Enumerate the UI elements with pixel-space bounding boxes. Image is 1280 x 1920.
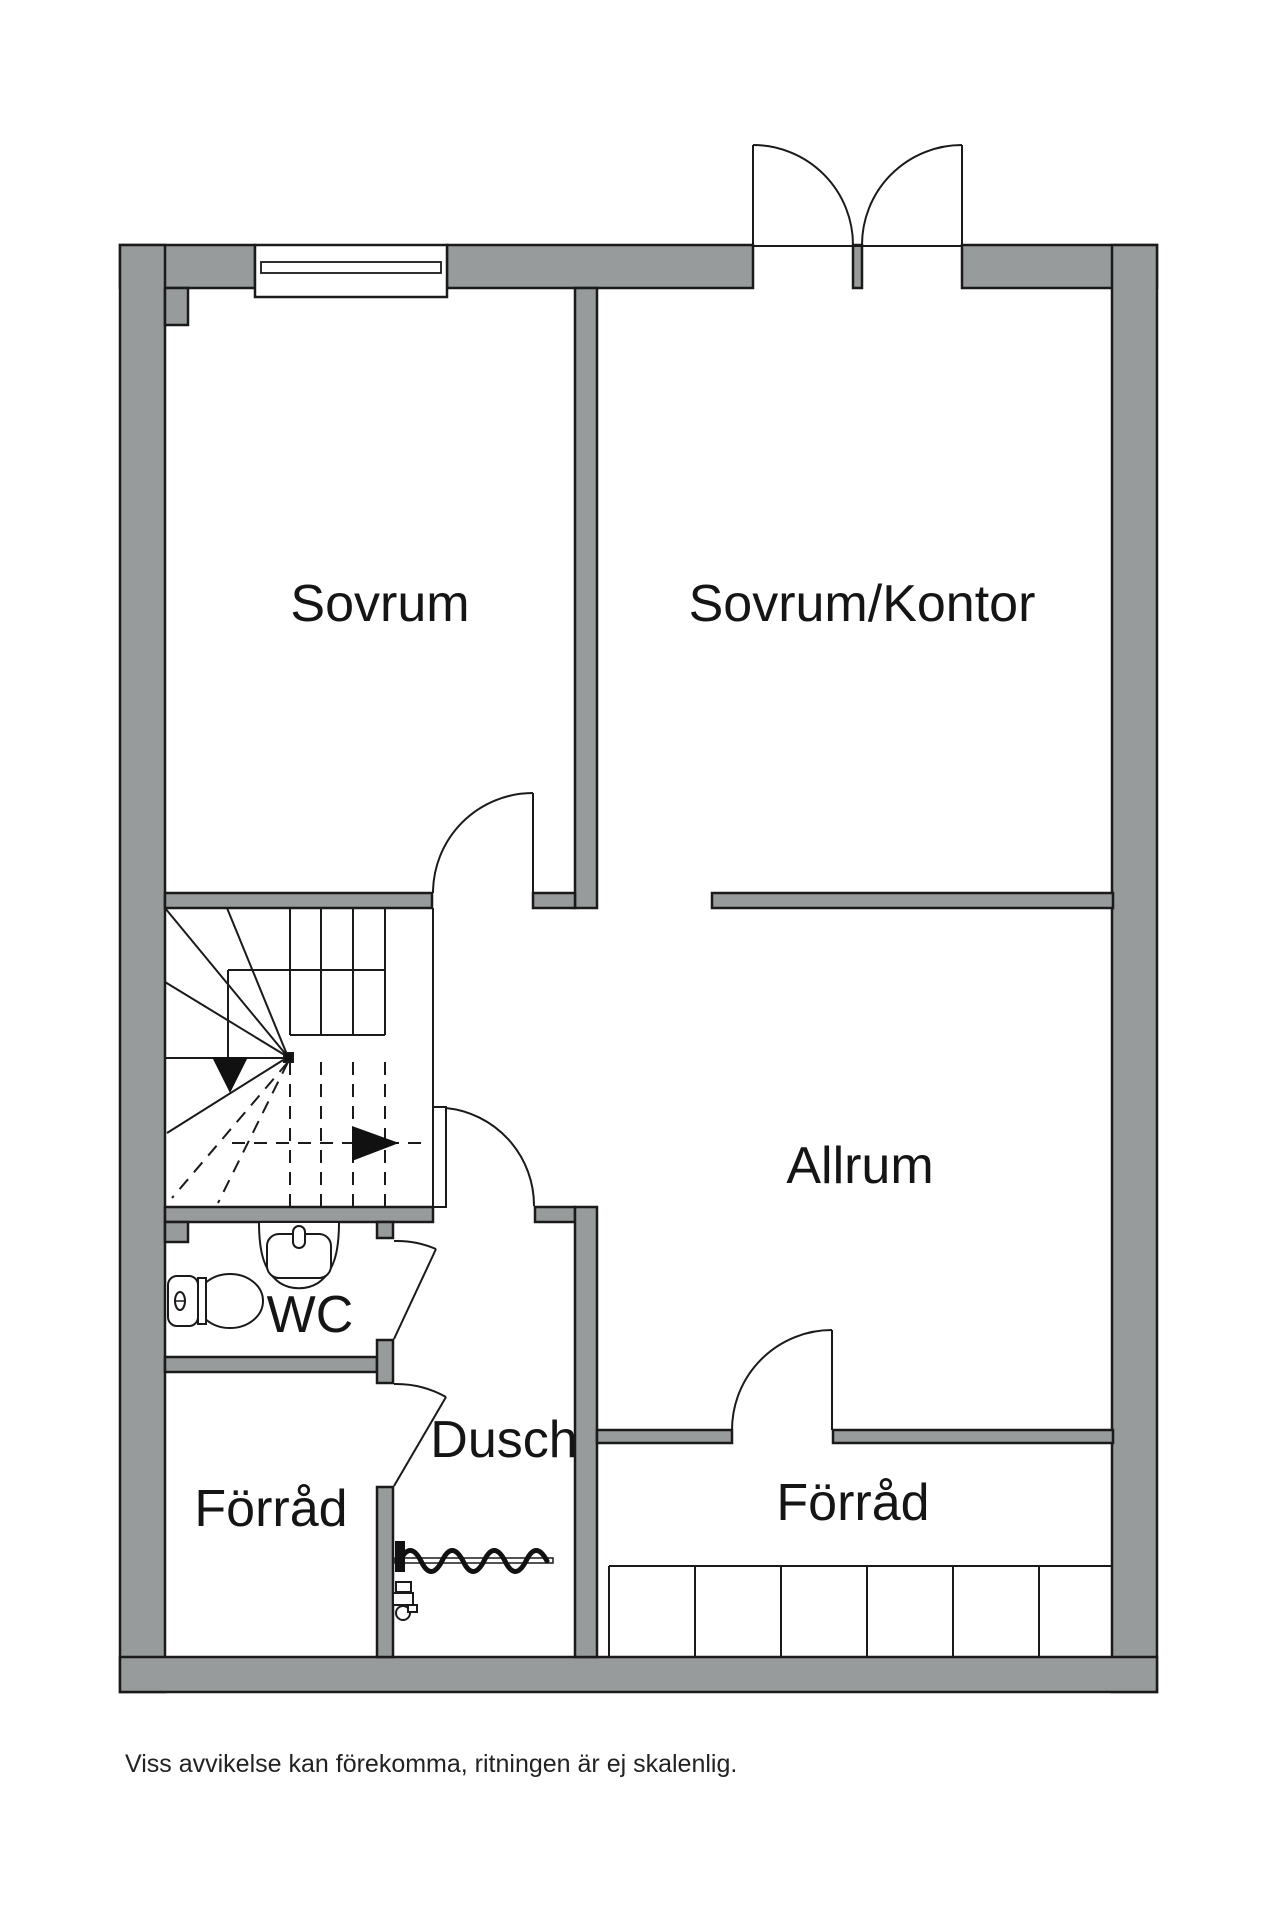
wall-corner-block: [163, 286, 190, 327]
room-label-sovrum: Sovrum: [290, 575, 470, 633]
wall-wc-door-stub-bottom: [375, 1338, 395, 1385]
entry-double-door: [752, 144, 963, 247]
wc-door: [393, 1239, 437, 1340]
toilet-seat-hinge: [197, 1277, 207, 1325]
forrad-right-door: [731, 1329, 833, 1431]
shower-curtain: [397, 1548, 550, 1574]
room-label-forrad-right: Förråd: [776, 1474, 930, 1532]
room-label-sovrum-kontor: Sovrum/Kontor: [688, 575, 1036, 633]
wall-right: [1110, 243, 1159, 1694]
dusch-entry-door-swing-arc: [445, 1107, 536, 1207]
wall-dusch-top-flange: [533, 1205, 577, 1224]
wall-bedroom-partition: [573, 286, 599, 910]
shower: [392, 1541, 554, 1621]
wall-dusch-right: [573, 1205, 599, 1659]
sink: [257, 1221, 341, 1290]
sovrum-door: [432, 792, 534, 894]
room-label-dusch: Dusch: [430, 1411, 578, 1469]
wall-allrum-forrad-left: [595, 1428, 734, 1445]
stair-newel-post: [283, 1052, 294, 1063]
dusch-entry-door-leaf: [432, 1106, 447, 1208]
sovrum-door-swing-arc: [432, 792, 534, 894]
stair-down-arrow: [212, 1057, 248, 1093]
sink-faucet: [292, 1225, 306, 1249]
dusch-entry-door: [432, 1106, 536, 1208]
wall-allrum-forrad-right: [831, 1428, 1115, 1445]
forrad-left-door-leaf: [393, 1396, 447, 1487]
entry-door-right-swing-arc: [861, 144, 963, 246]
entry-door-mullion: [851, 243, 864, 290]
wall-top-middle-segment: [445, 243, 755, 290]
wall-bottom: [118, 1655, 1159, 1694]
wall-wc-step: [163, 1220, 190, 1244]
wall-hall-wc-top: [163, 1205, 435, 1224]
window-glazing-bar: [260, 261, 442, 274]
window: [253, 243, 449, 299]
forrad-left-door: [393, 1382, 447, 1487]
wardrobe-row: [608, 1565, 1112, 1657]
wall-left: [118, 243, 167, 1694]
wall-kontor-south: [710, 891, 1115, 910]
wall-sovrum-south: [163, 891, 434, 910]
wall-forrad-dusch: [375, 1485, 395, 1659]
wall-wc-bottom: [163, 1355, 379, 1374]
wall-sovrum-south-right: [531, 891, 577, 910]
shower-rail-bracket: [395, 1541, 405, 1572]
shower-mixer: [392, 1581, 418, 1621]
room-label-allrum: Allrum: [786, 1137, 934, 1195]
walls: [118, 243, 1159, 1694]
wc-door-swing-arc: [393, 1239, 437, 1250]
disclaimer-text: Viss avvikelse kan förekomma, ritningen …: [125, 1750, 738, 1778]
forrad-left-door-swing-arc: [393, 1382, 447, 1398]
toilet: [167, 1273, 264, 1329]
stair-up-arrow: [352, 1126, 399, 1161]
wall-wc-door-stub-top: [375, 1220, 395, 1240]
staircase: [164, 907, 434, 1134]
forrad-right-door-swing-arc: [731, 1329, 833, 1431]
entry-door-left-swing-arc: [752, 144, 854, 246]
staircase-dashed-flight: [171, 1061, 430, 1206]
wc-door-leaf: [393, 1248, 437, 1340]
room-label-wc: WC: [266, 1286, 354, 1344]
room-label-forrad-left: Förråd: [194, 1480, 348, 1538]
